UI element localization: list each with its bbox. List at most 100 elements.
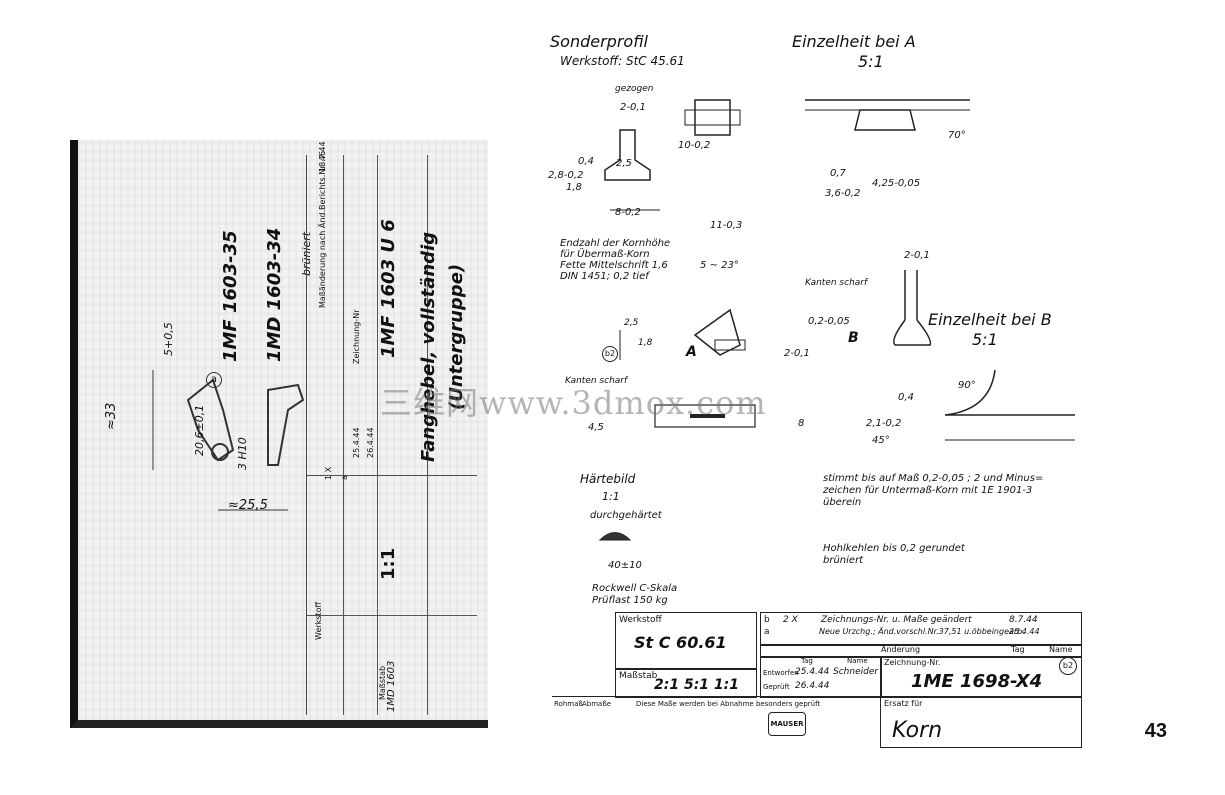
- detail-b-title: Einzelheit bei B: [928, 310, 1052, 329]
- change-date: 18.7.44: [318, 141, 327, 172]
- dim-b-2: 2-0,1: [784, 348, 810, 359]
- dim-p-7: 11-0,3: [710, 220, 743, 231]
- part-no-2: 1MD 1603-34: [264, 227, 285, 362]
- draw-col: Zeichnung-Nr: [352, 309, 361, 364]
- tb-werkstoff: Werkstoff St C 60.61: [615, 612, 757, 670]
- mauser-logo: MAUSER: [768, 712, 806, 736]
- tb-rev-badge: b2: [1059, 657, 1077, 675]
- tb-massstab-value: 2:1 5:1 1:1: [654, 677, 739, 693]
- desc-line-1: Fanghebel, vollständig: [418, 231, 439, 462]
- dim-mid-18: 1,8: [638, 338, 653, 348]
- row-a: a: [340, 475, 349, 480]
- dim-p-1: 10-0,2: [678, 140, 711, 151]
- dim-tolerance: 20,6±0,1: [193, 404, 206, 456]
- pruef: Prüflast 150 kg: [592, 595, 668, 606]
- page-number: 43: [1144, 720, 1167, 742]
- date-1: 25.4.44: [352, 427, 361, 458]
- tb-rev-a-text: Neue Urzchg.; Änd.vorschl.Nr.37,51 u.öbb…: [819, 627, 1025, 636]
- left-note-bottom: 1MD 1603: [386, 660, 397, 712]
- b2-callout: b2: [602, 346, 618, 362]
- angle-note: 5 ~ 23°: [700, 260, 739, 271]
- lever-sketch-2: [267, 383, 305, 466]
- rockwell: Rockwell C-Skala: [592, 583, 678, 594]
- haertebild-scale: 1:1: [602, 490, 620, 503]
- tb-note-small: Diese Maße werden bei Abnahme besonders …: [636, 700, 821, 708]
- tb-rev-a: a: [764, 627, 770, 637]
- mid-sketches: [619, 308, 756, 428]
- tb-col-name: Name: [1049, 645, 1073, 654]
- dim-b-3: 0,4: [898, 392, 914, 403]
- profile-title: Sonderprofil: [550, 32, 648, 51]
- tb-zeichnung: Zeichnung-Nr. 1ME 1698-X4 b2: [880, 656, 1082, 698]
- dim-45: 4,5: [588, 422, 604, 433]
- callout-a: a: [206, 372, 222, 388]
- durchgehaertet: durchgehärtet: [590, 510, 662, 521]
- tb-rev-b-date: 8.7.44: [1009, 615, 1038, 625]
- endzahl-line-2: Fette Mittelschrift 1,6: [560, 260, 668, 271]
- tb-abmass: Abmaße: [582, 700, 612, 708]
- tb-col-tag: Tag: [1011, 645, 1025, 654]
- change-note: Maßänderung nach Änd.Berichts.Nr. 46: [318, 150, 327, 308]
- tb-massstab-label: Maßstab: [619, 671, 658, 681]
- hohlkehlen-line-0: Hohlkehlen bis 0,2 gerundet: [823, 543, 965, 554]
- tb-ersatz-label: Ersatz für: [884, 699, 923, 708]
- part-no-1: 1MF 1603-35: [220, 230, 241, 362]
- tb-col-tag2: Tag: [801, 657, 813, 665]
- dim-p-3: 0,4: [578, 156, 594, 167]
- right-drawing-sheet: Sonderprofil Werkstoff: StC 45.61 gezoge…: [540, 20, 1100, 760]
- detail-a-scale: 5:1: [858, 52, 884, 71]
- tb-massstab: Maßstab 2:1 5:1 1:1: [615, 668, 757, 698]
- hohlkehlen-line-1: brüniert: [823, 555, 864, 566]
- tb-col-name2: Name: [847, 657, 868, 665]
- tb-signatures: Tag Name Entworfen 25.4.44 Schneider Gep…: [760, 656, 882, 698]
- tb-geprueft: Geprüft: [763, 683, 790, 691]
- dim-mid-25: 2,5: [624, 318, 639, 328]
- tb-werkstoff-label: Werkstoff: [619, 615, 662, 625]
- tb-sig-entw: Schneider: [833, 667, 879, 677]
- dim-b-7: 90°: [958, 380, 976, 391]
- dim-p-6: 8-0,2: [615, 207, 641, 218]
- profile-material: Werkstoff: StC 45.61: [560, 54, 685, 68]
- left-scale: 1:1: [378, 547, 399, 580]
- label-b: B: [848, 330, 859, 346]
- match-note: stimmt bis auf Maß 0,2-0,05 ; 2 und Minu…: [823, 473, 1043, 509]
- tb-rev-b-count: 2 X: [783, 615, 798, 625]
- detail-b-sketch: [893, 270, 1075, 441]
- tb-rev-b-text: Zeichnungs-Nr. u. Maße geändert: [821, 615, 972, 625]
- dim-b-1: 0,2-0,05: [808, 316, 850, 327]
- dim-hole: 3 H10: [236, 437, 249, 470]
- drawn-label: gezogen: [615, 84, 654, 94]
- dim-a-1: 4,25-0,05: [872, 178, 921, 189]
- main-title: 1MF 1603 U 6: [378, 219, 399, 358]
- watermark: 三维网www.3dmox.com: [380, 384, 767, 422]
- dim-a-0: 0,7: [830, 168, 846, 179]
- tb-rohmass: Rohmaß: [554, 700, 583, 708]
- tb-korn: Korn: [892, 718, 943, 743]
- match-line-1: zeichen für Untermaß-Korn mit 1E 1901-3: [823, 485, 1033, 496]
- kanten-scharf-1: Kanten scharf: [805, 278, 868, 288]
- tb-rev-header: Änderung Tag Name: [760, 644, 1082, 658]
- profile-sketches: [604, 99, 741, 211]
- left-drawing-sheet: ≈33 ≈25,5 5+0,5 20,6±0,1 3 H10 a 1MF 160…: [70, 140, 488, 728]
- tb-revisions: b 2 X Zeichnungs-Nr. u. Maße geändert 8.…: [760, 612, 1082, 646]
- dim-p-5: 2,5: [616, 158, 632, 169]
- endzahl-line-3: DIN 1451; 0,2 tief: [560, 271, 649, 282]
- row-1x: 1 X: [324, 466, 333, 480]
- dim-width: ≈25,5: [228, 498, 268, 513]
- endzahl-note: Endzahl der Kornhöhe für Übermaß-Korn Fe…: [560, 238, 670, 282]
- dim-p-0: 2-0,1: [620, 102, 646, 113]
- detail-a-title: Einzelheit bei A: [792, 32, 916, 51]
- left-werkstoff-label: Werkstoff: [314, 602, 323, 640]
- tb-zeichnung-label: Zeichnung-Nr.: [884, 658, 941, 667]
- detail-b-scale: 5:1: [972, 330, 998, 349]
- endzahl-line-1: für Übermaß-Korn: [560, 249, 650, 260]
- dim-top: 5+0,5: [162, 322, 175, 356]
- hrc-value: 40±10: [608, 560, 642, 571]
- tb-date-gepr: 26.4.44: [795, 681, 830, 691]
- match-line-2: überein: [823, 497, 862, 508]
- dim-b-6: 8: [798, 418, 805, 429]
- tb-col-aenderung: Änderung: [881, 645, 921, 654]
- dim-a-2: 3,6-0,2: [825, 188, 861, 199]
- dim-b-5: 45°: [872, 435, 890, 446]
- dim-b-4: 2,1-0,2: [866, 418, 902, 429]
